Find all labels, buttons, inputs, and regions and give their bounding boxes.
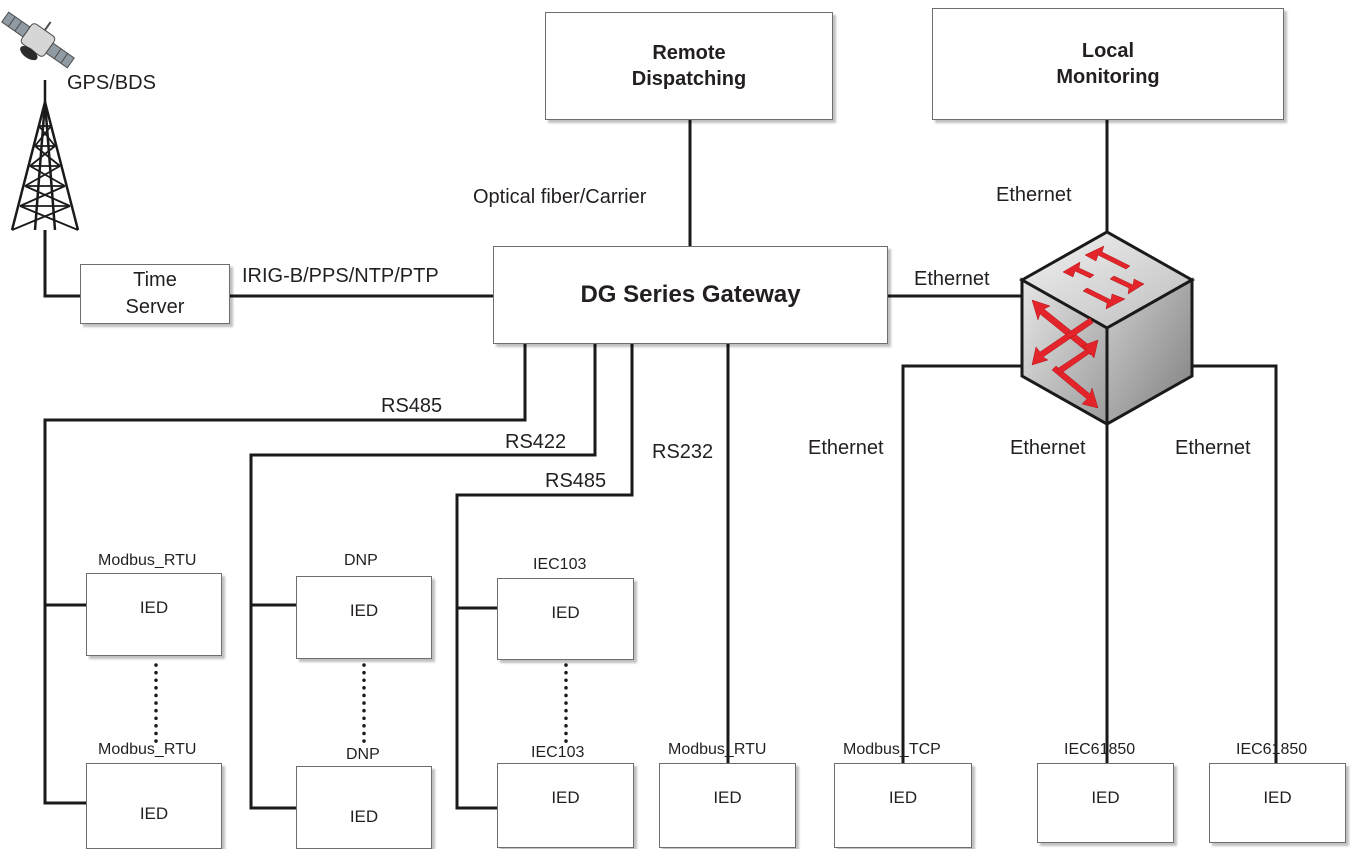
rs422-link-label: RS422 — [505, 431, 567, 453]
device-protocol-label: Modbus_RTU — [98, 552, 197, 569]
radio-tower-icon — [10, 80, 80, 231]
ied-box: IED — [296, 576, 432, 659]
ethernet-switch-link-label: Ethernet — [914, 268, 990, 290]
rs232-link-label: RS232 — [652, 441, 714, 463]
time-server-box: Time Server — [80, 264, 230, 324]
ied-box: IED — [834, 763, 972, 848]
device-protocol-label: DNP — [344, 552, 378, 569]
ied-box: IED — [497, 578, 634, 660]
ethernet-61850-a-link-label: Ethernet — [1010, 437, 1086, 459]
ethernet-local-link-label: Ethernet — [996, 184, 1072, 206]
ethernet-tcp-link-label: Ethernet — [808, 437, 884, 459]
satellite-icon — [1, 11, 75, 69]
device-protocol-label: Modbus_RTU — [98, 741, 197, 758]
ied-box: IED — [296, 766, 432, 849]
rs485-a-link-label: RS485 — [381, 395, 443, 417]
gps-bds-label: GPS/BDS — [67, 72, 156, 94]
ied-box: IED — [86, 763, 222, 849]
optical-fiber-link-label: Optical fiber/Carrier — [473, 186, 647, 208]
device-protocol-label: Modbus_TCP — [843, 741, 941, 758]
device-protocol-label: IEC61850 — [1236, 741, 1308, 758]
ied-box: IED — [1209, 763, 1346, 843]
remote-dispatching-box: Remote Dispatching — [545, 12, 833, 120]
device-protocol-label: IEC61850 — [1064, 741, 1136, 758]
continuation-dots — [154, 663, 568, 744]
ethernet-61850-b-link-label: Ethernet — [1175, 437, 1251, 459]
connection-lines — [43, 120, 1278, 810]
device-protocol-label: IEC103 — [531, 744, 585, 761]
ied-box: IED — [497, 763, 634, 848]
local-monitoring-box: Local Monitoring — [932, 8, 1284, 120]
network-switch-icon — [1018, 230, 1196, 427]
ied-box: IED — [86, 573, 222, 656]
device-protocol-label: Modbus_RTU — [668, 741, 767, 758]
irig-link-label: IRIG-B/PPS/NTP/PTP — [242, 265, 439, 287]
gateway-box: DG Series Gateway — [493, 246, 888, 344]
device-protocol-label: IEC103 — [533, 556, 587, 573]
ied-box: IED — [1037, 763, 1174, 843]
ied-box: IED — [659, 763, 796, 848]
device-protocol-label: DNP — [346, 746, 380, 763]
rs485-b-link-label: RS485 — [545, 470, 607, 492]
